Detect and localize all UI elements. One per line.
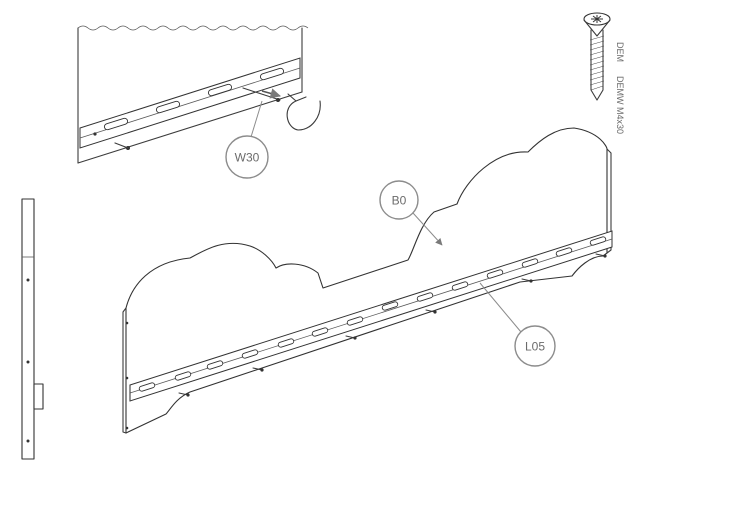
screw-icon [583,12,611,101]
callout-b0-label: B0 [392,194,407,208]
callout-b0-leader [412,212,443,246]
side-profile [21,198,44,460]
headboard-right-edge [606,148,612,254]
inset-insert-arrow [261,88,282,99]
callout-l05-leader [479,282,522,333]
rail-screw-head [353,336,357,340]
side-profile-rail [33,383,44,410]
callout-l05-label: L05 [525,340,545,354]
rail-slot [174,371,192,381]
headboard-edge-hole [125,376,129,380]
side-profile-hole [26,278,30,282]
rail-screw-head [529,279,533,283]
rail-slot [311,327,329,337]
rail-slot [346,316,364,326]
side-profile-hole [26,439,30,443]
inset-slot [103,117,129,131]
inset-hole [93,132,97,136]
rotation-arrow-head-icon [287,93,307,102]
callout-l05-circle [514,325,556,367]
headboard-edge-hole [125,426,129,430]
rail-slot [206,360,224,370]
inset-screw-shaft [114,142,129,149]
rotation-arrow-icon [286,100,321,131]
rail-slot [277,338,295,348]
headboard-rail-slots [138,236,607,392]
inset-rail-slots [103,67,285,131]
rail-slot [589,236,607,246]
rail-slot [381,301,399,311]
rail-screw-head [603,254,607,258]
rail-slot [451,281,469,291]
callout-w30-leader [250,100,263,138]
rail-screw-head [186,393,190,397]
rail-slot [521,258,539,268]
callout-b0-circle [379,180,419,220]
side-profile-board [21,198,35,460]
callout-w30-label: W30 [235,151,260,165]
headboard-panel [122,127,613,434]
rail-slot [138,382,156,392]
screw-label-top: DEM [615,42,625,62]
rail-screw-head [433,310,437,314]
side-profile-hole [26,360,30,364]
headboard-left-edge [122,307,127,434]
screw-label-bottom: DEMW M4x30 [615,76,625,134]
rail-screw-head [260,368,264,372]
rail-slot [555,247,573,257]
inset-insert-screw-head [276,98,280,102]
inset-board-bottom [77,91,303,164]
inset-break-line [77,25,309,31]
rail-slot [241,349,259,359]
rail-slot [416,292,434,302]
headboard-front-face [125,127,608,434]
callout-w30-circle [225,135,269,179]
headboard-screws [178,253,607,397]
headboard-edge-hole [125,321,129,325]
detail-inset [77,25,321,164]
rail-slot [486,269,504,279]
